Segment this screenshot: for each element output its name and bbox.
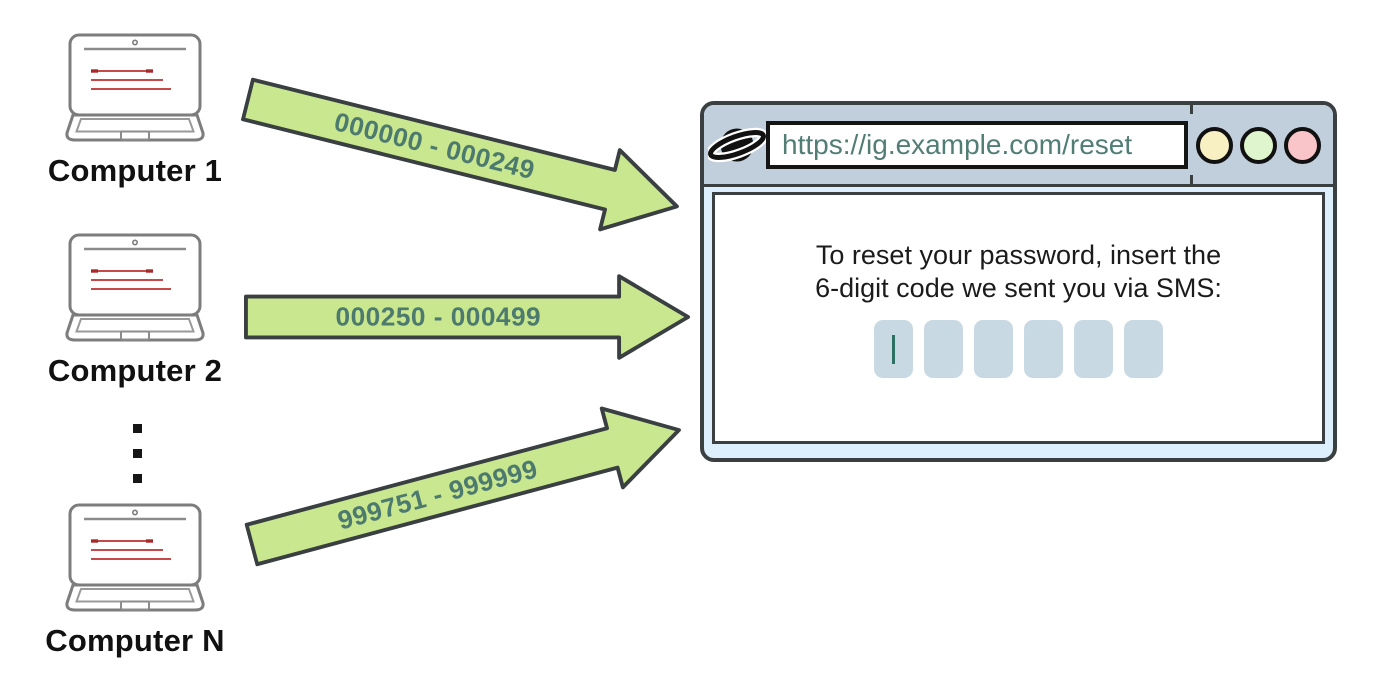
url-bar[interactable]: https://ig.example.com/reset <box>766 121 1188 169</box>
code-input <box>715 320 1322 378</box>
window-button-yellow[interactable] <box>1196 127 1233 164</box>
ellipsis-dot <box>133 474 142 483</box>
range-arrow-3: 999751 - 999999 <box>238 386 693 589</box>
range-arrow-2-label: 000250 - 000499 <box>336 302 542 332</box>
window-button-green[interactable] <box>1240 127 1277 164</box>
reset-message-line1: To reset your password, insert the <box>815 240 1222 270</box>
reset-message: To reset your password, insert the 6-dig… <box>715 239 1322 305</box>
computer-2-group: Computer 2 <box>0 233 275 389</box>
laptop-icon <box>65 233 205 343</box>
header-seam <box>1190 105 1193 114</box>
code-digit-box-3[interactable] <box>974 320 1013 378</box>
computer-1-group: Computer 1 <box>0 33 275 189</box>
range-arrow-1: 000000 - 000249 <box>235 55 690 250</box>
computer-n-group: Computer N <box>0 503 275 659</box>
ellipsis-dot <box>133 424 142 433</box>
code-digit-box-1[interactable] <box>874 320 913 378</box>
range-arrow-2: 000250 - 000499 <box>244 272 691 362</box>
code-digit-box-4[interactable] <box>1024 320 1063 378</box>
code-digit-box-2[interactable] <box>924 320 963 378</box>
text-cursor <box>892 334 895 364</box>
ellipsis-dot <box>133 449 142 458</box>
browser-window: https://ig.example.com/reset To reset yo… <box>700 101 1337 462</box>
planet-icon <box>708 127 766 163</box>
window-button-pink[interactable] <box>1284 127 1321 164</box>
page-content: To reset your password, insert the 6-dig… <box>712 192 1325 444</box>
laptop-icon <box>65 503 205 613</box>
reset-message-line2: 6-digit code we sent you via SMS: <box>815 273 1222 303</box>
header-seam <box>1190 175 1193 184</box>
window-buttons <box>1196 127 1321 164</box>
more-computers-ellipsis-icon <box>133 424 142 499</box>
computer-1-label: Computer 1 <box>47 153 223 188</box>
laptop-icon <box>65 33 205 143</box>
computer-2-label: Computer 2 <box>47 353 223 388</box>
computer-n-label: Computer N <box>45 623 225 658</box>
code-digit-box-6[interactable] <box>1124 320 1163 378</box>
browser-header: https://ig.example.com/reset <box>704 105 1333 187</box>
url-text: https://ig.example.com/reset <box>782 129 1133 160</box>
code-digit-box-5[interactable] <box>1074 320 1113 378</box>
